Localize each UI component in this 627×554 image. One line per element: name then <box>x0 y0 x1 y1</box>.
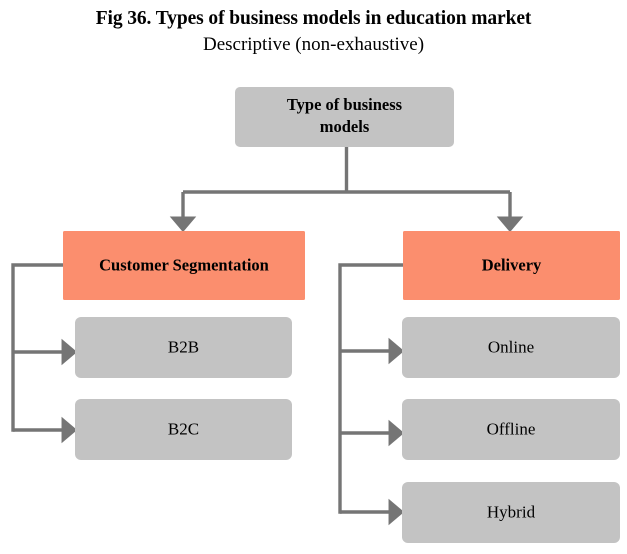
node-customer-segmentation-box[interactable] <box>63 231 305 300</box>
node-customer-segmentation[interactable]: Customer Segmentation <box>63 231 305 300</box>
node-hybrid-box[interactable] <box>402 482 620 543</box>
node-b2c-box[interactable] <box>75 399 292 460</box>
node-b2b-label: B2B <box>168 337 199 356</box>
node-root[interactable]: Type of business models <box>235 87 454 147</box>
node-b2c-label: B2C <box>168 419 199 438</box>
connector-group-customer-segmentation <box>11 263 78 444</box>
node-b2b-box[interactable] <box>75 317 292 378</box>
node-b2b[interactable]: B2B <box>75 317 292 378</box>
connector-customer-segmentation-trunk <box>11 263 65 432</box>
node-online[interactable]: Online <box>402 317 620 378</box>
connector-group-delivery <box>338 263 405 526</box>
node-online-box[interactable] <box>402 317 620 378</box>
node-customer-segmentation-label: Customer Segmentation <box>99 255 269 274</box>
figure-title: Fig 36. Types of business models in educ… <box>95 8 532 29</box>
connector-delivery-trunk <box>338 263 405 514</box>
node-offline-box[interactable] <box>402 399 620 460</box>
node-offline[interactable]: Offline <box>402 399 620 460</box>
node-delivery[interactable]: Delivery <box>403 231 620 300</box>
node-hybrid-label: Hybrid <box>487 502 536 521</box>
node-delivery-label: Delivery <box>482 255 542 274</box>
connector-group-root-split <box>169 147 524 233</box>
node-root-label-line1: Type of business <box>287 95 403 114</box>
figure-heading: Fig 36. Types of business models in educ… <box>0 0 627 57</box>
figure-subtitle: Descriptive (non-exhaustive) <box>202 34 425 56</box>
node-hybrid[interactable]: Hybrid <box>402 482 620 543</box>
node-root-box[interactable] <box>235 87 454 147</box>
node-offline-label: Offline <box>487 419 536 438</box>
node-root-label-line2: models <box>320 117 370 136</box>
node-b2c[interactable]: B2C <box>75 399 292 460</box>
node-online-label: Online <box>488 337 534 356</box>
node-delivery-box[interactable] <box>403 231 620 300</box>
